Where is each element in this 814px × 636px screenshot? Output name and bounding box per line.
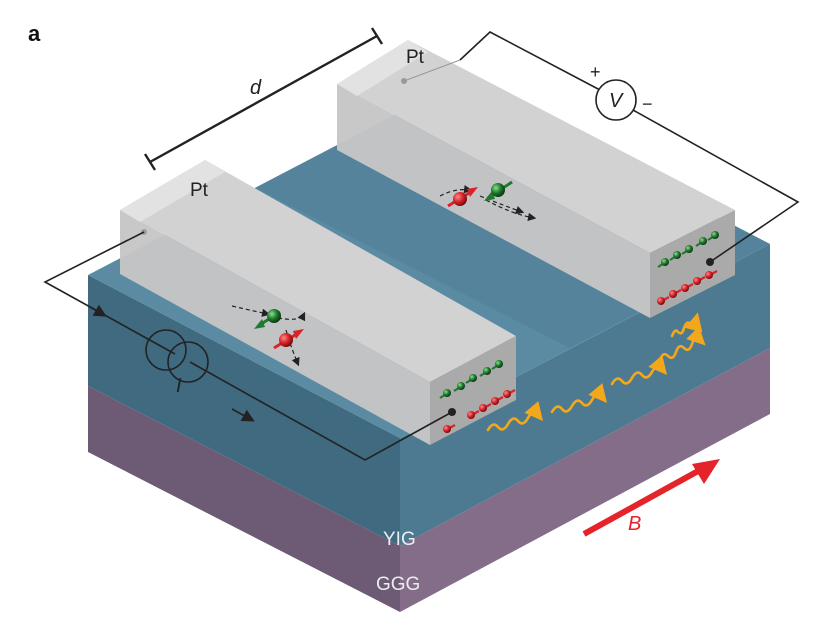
voltmeter-minus-sign: − bbox=[642, 94, 653, 114]
current-wire-end-dot bbox=[448, 408, 456, 416]
magnon-wave-5 bbox=[670, 312, 703, 338]
ggg-side-face bbox=[400, 348, 770, 612]
current-arrow-2 bbox=[231, 408, 255, 422]
voltmeter-wire-right bbox=[632, 109, 800, 263]
current-source-circle-b bbox=[167, 341, 209, 383]
right-pt-contact-wire bbox=[403, 59, 461, 82]
red-spin-arrowhead-right bbox=[467, 187, 478, 197]
right-pt-top-highlight bbox=[337, 40, 428, 96]
current-label: I bbox=[176, 375, 182, 397]
voltmeter-plus-sign: + bbox=[590, 62, 601, 82]
voltmeter-circuit bbox=[459, 31, 800, 266]
right-green-spin-row bbox=[657, 231, 719, 268]
voltmeter-circle bbox=[595, 79, 637, 121]
voltmeter-wire-end-dot bbox=[706, 258, 714, 266]
green-spin-electron bbox=[267, 309, 281, 323]
current-wire-out bbox=[189, 361, 453, 461]
current-arrow-1 bbox=[89, 304, 107, 317]
current-wire-in bbox=[43, 231, 176, 355]
green-spin-electron-right bbox=[491, 183, 505, 197]
left-pt-top-face bbox=[120, 160, 516, 382]
right-red-spin-row bbox=[657, 270, 718, 305]
current-source-circuit bbox=[43, 231, 456, 461]
green-spin-arrowhead bbox=[254, 319, 265, 329]
red-spin-electron-right bbox=[453, 192, 467, 206]
right-pt-label: Pt bbox=[406, 47, 425, 68]
red-spin-arrowhead bbox=[293, 329, 304, 339]
field-label: B bbox=[628, 513, 641, 535]
current-source-circle-a bbox=[145, 329, 187, 371]
left-pt-top-highlight bbox=[120, 160, 225, 222]
yig-label: YIG bbox=[383, 529, 416, 550]
magnon-wave-1 bbox=[486, 401, 543, 432]
left-pt-side-face bbox=[430, 336, 516, 445]
magnetic-field-arrow bbox=[582, 459, 720, 537]
right-spin-scattering bbox=[439, 180, 537, 222]
magnon-wave-2 bbox=[550, 383, 607, 414]
voltmeter-wire-left bbox=[459, 31, 601, 91]
left-red-spin-row bbox=[443, 389, 516, 433]
left-pt-front-face bbox=[120, 210, 430, 445]
ggg-front-face bbox=[88, 386, 400, 612]
left-spin-accumulation bbox=[439, 360, 516, 433]
left-green-spin-row bbox=[439, 360, 503, 399]
left-pt-electrode bbox=[120, 160, 516, 445]
right-pt-top-face bbox=[337, 40, 735, 253]
ggg-label: GGG bbox=[376, 574, 420, 595]
magnon-wave-4 bbox=[658, 326, 706, 362]
right-pt-front-face bbox=[337, 84, 650, 318]
distance-label: d bbox=[250, 77, 262, 99]
yig-side-face bbox=[400, 244, 770, 546]
magnon-waves bbox=[486, 312, 706, 432]
voltage-label: V bbox=[609, 90, 624, 112]
left-spin-scattering bbox=[231, 305, 306, 367]
distance-marker bbox=[143, 27, 384, 171]
left-pt-label: Pt bbox=[190, 180, 209, 201]
magnon-wave-3 bbox=[610, 355, 667, 386]
red-spin-electron bbox=[279, 333, 293, 347]
right-spin-accumulation bbox=[657, 231, 719, 305]
panel-letter: a bbox=[28, 21, 41, 46]
